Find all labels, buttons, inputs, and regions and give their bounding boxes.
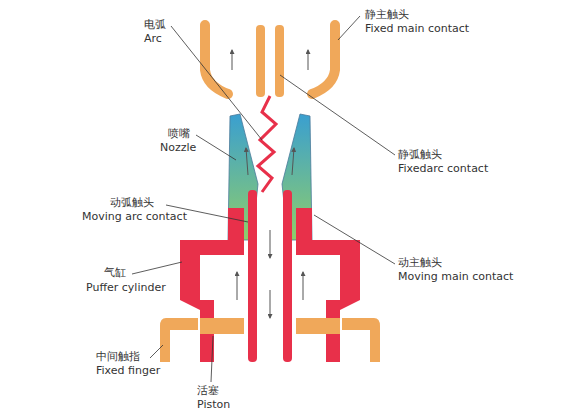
part-name-zh: 喷嘴 (168, 127, 190, 140)
part-name-en: Fixed finger (96, 364, 160, 377)
part-name-en: Moving main contact (398, 270, 513, 283)
part-name-en: Fixedarc contact (398, 162, 488, 175)
part-name-zh: 动主触头 (398, 256, 442, 269)
part-name-zh: 电弧 (144, 18, 166, 31)
part-name-en: Piston (197, 398, 230, 411)
part-name-zh: 中间触指 (96, 350, 140, 363)
part-name-zh: 静弧触头 (398, 148, 442, 161)
part-name-zh: 气缸 (104, 266, 126, 279)
part-name-zh: 活塞 (197, 384, 219, 397)
part-name-en: Moving arc contact (82, 210, 187, 223)
part-name-en: Arc (144, 32, 162, 45)
part-name-en: Nozzle (160, 141, 196, 154)
part-name-en: Fixed main contact (365, 22, 469, 35)
part-name-zh: 静主触头 (365, 8, 409, 21)
part-name-zh: 动弧触头 (110, 196, 154, 209)
part-name-en: Puffer cylinder (86, 281, 166, 294)
